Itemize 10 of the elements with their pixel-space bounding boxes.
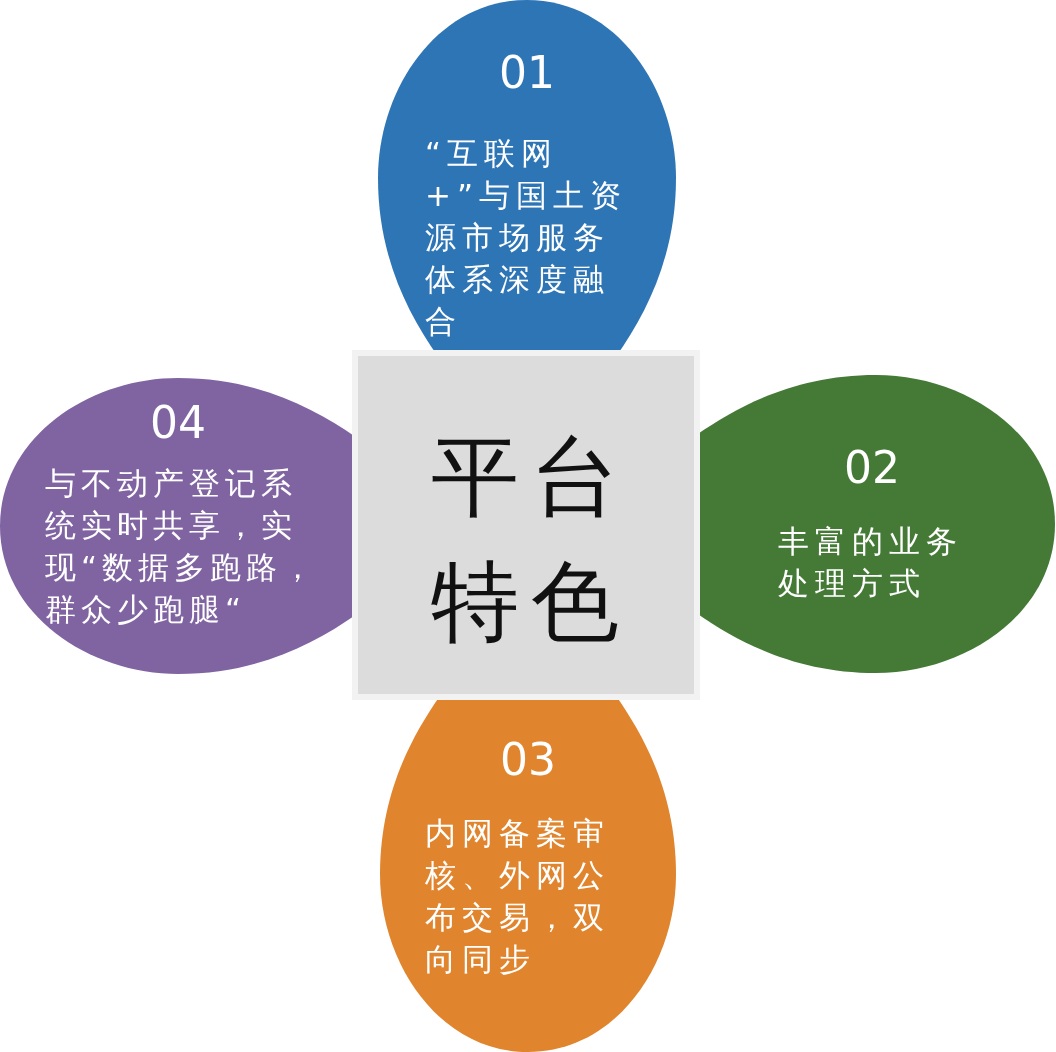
step-number: 02 xyxy=(843,443,901,493)
description-text: 与不动产登记系统实时共享，实现“数据多跑路，群众少跑腿“ xyxy=(45,464,320,629)
step-number: 01 xyxy=(498,48,556,98)
description-text: 丰富的业务处理方式 xyxy=(778,522,964,603)
description-text: 内网备案审核、外网公布交易，双向同步 xyxy=(425,814,611,979)
description-text: “互联网 +”与国土资源市场服务体系深度融合 xyxy=(425,134,629,341)
step-number: 03 xyxy=(499,735,557,785)
title-text: 平台特色 xyxy=(431,424,631,655)
title-box xyxy=(352,350,700,700)
step-number: 04 xyxy=(149,398,207,448)
